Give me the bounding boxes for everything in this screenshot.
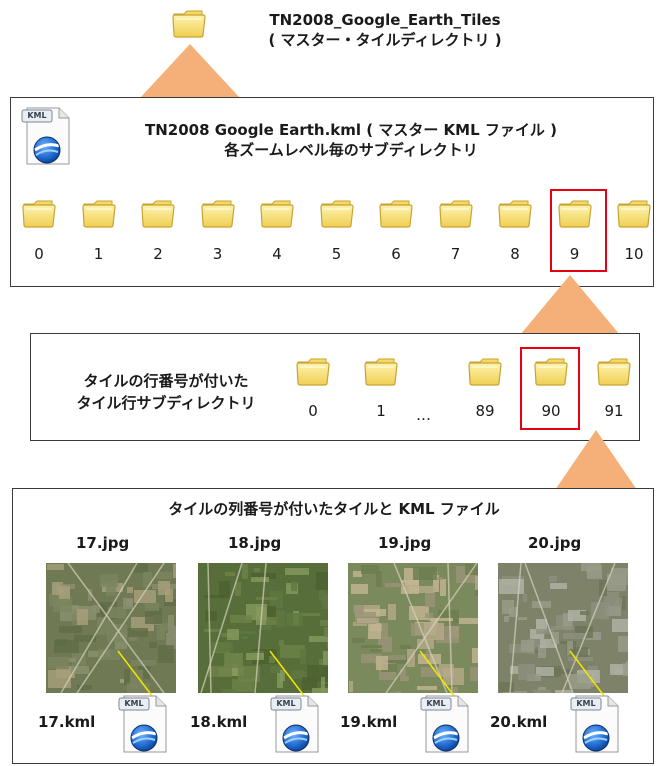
aerial-tile-image[interactable]	[348, 563, 478, 693]
zoom-folder-icon-7[interactable]	[439, 198, 473, 228]
zoom-folder-label: 1	[93, 245, 104, 263]
zoom-folder-label: 2	[153, 245, 163, 263]
zoom-folder-label: 7	[450, 245, 461, 263]
kml-badge: KML	[124, 699, 144, 708]
zoom-folder-label: 10	[624, 245, 644, 263]
zoom-folder-label: 3	[212, 245, 223, 263]
zoom-folder-icon-5[interactable]	[320, 198, 354, 228]
tile-kml-label: 19.kml	[340, 713, 398, 731]
master-folder-icon[interactable]	[172, 8, 206, 38]
row-folder-label: 91	[604, 402, 624, 420]
google-earth-kml-icon[interactable]: KML	[270, 694, 322, 754]
tile-jpg-label: 20.jpg	[528, 534, 582, 552]
zoom-folder-label: 8	[510, 245, 520, 263]
tile-kml-label: 17.kml	[38, 713, 96, 731]
zoom-folder-icon-8[interactable]	[498, 198, 532, 228]
zoom-folder-icon-4[interactable]	[260, 198, 294, 228]
tile-jpg-label: 19.jpg	[378, 534, 432, 552]
kml-badge: KML	[576, 699, 596, 708]
zoom-folder-label: 0	[34, 245, 44, 263]
row-folder-label: 89	[475, 402, 495, 420]
row-panel-title: タイルの行番号が付いた タイル行サブディレクトリ	[76, 372, 256, 412]
row-folder-label: 0	[308, 402, 318, 420]
ellipsis: …	[416, 406, 431, 424]
zoom-folder-label: 4	[272, 245, 282, 263]
zoom-folder-icon-0[interactable]	[22, 198, 56, 228]
tile-jpg-label: 18.jpg	[228, 534, 282, 552]
aerial-tile-image[interactable]	[46, 563, 176, 693]
row-folder-icon-89[interactable]	[468, 356, 502, 386]
row-directory-panel: タイルの行番号が付いた タイル行サブディレクトリ 0 1 89 90 91 …	[30, 333, 640, 441]
leader-line	[419, 650, 459, 702]
google-earth-kml-icon[interactable]: KML	[570, 694, 622, 754]
zoom-folder-icon-6[interactable]	[379, 198, 413, 228]
zoom-folder-icon-10[interactable]	[617, 198, 651, 228]
zoom-level-panel: KML TN2008 Google Earth.kml ( マスター KML フ…	[10, 97, 654, 287]
tile-kml-label: 20.kml	[490, 713, 548, 731]
zoom-folder-icon-1[interactable]	[82, 198, 116, 228]
leader-line	[117, 650, 157, 702]
tile-jpg-label: 17.jpg	[76, 534, 130, 552]
zoom-folder-label: 9	[569, 245, 580, 263]
row-folder-label: 1	[376, 402, 386, 420]
row-folder-icon-0[interactable]	[296, 356, 330, 386]
kml-badge: KML	[426, 699, 446, 708]
zoom-folder-icon-3[interactable]	[201, 198, 235, 228]
kml-badge: KML	[276, 699, 296, 708]
aerial-tile-image[interactable]	[498, 563, 628, 693]
leader-line	[569, 650, 609, 702]
master-kml-icon[interactable]: KML	[21, 106, 75, 166]
zoom-panel-title: TN2008 Google Earth.kml ( マスター KML ファイル …	[145, 121, 557, 159]
master-directory-title: TN2008_Google_Earth_Tiles ( マスター・タイルディレク…	[268, 11, 502, 49]
google-earth-kml-icon[interactable]: KML	[118, 694, 170, 754]
selected-zoom-highlight	[550, 189, 607, 272]
zoom-folder-label: 6	[391, 245, 401, 263]
connector-triangle	[140, 44, 240, 98]
leader-line	[269, 650, 309, 702]
zoom-folder-icon-2[interactable]	[141, 198, 175, 228]
zoom-folder-label: 5	[331, 245, 342, 263]
tile-panel-title: タイルの列番号が付いたタイルと KML ファイル	[168, 500, 500, 518]
selected-row-highlight	[520, 347, 580, 430]
row-folder-icon-1[interactable]	[364, 356, 398, 386]
aerial-tile-image[interactable]	[198, 563, 328, 693]
row-folder-icon-91[interactable]	[597, 356, 631, 386]
row-folder-label: 90	[541, 402, 561, 420]
connector-triangle	[555, 430, 637, 490]
connector-triangle	[520, 275, 620, 335]
tile-kml-label: 18.kml	[190, 713, 248, 731]
google-earth-kml-icon[interactable]: KML	[420, 694, 472, 754]
